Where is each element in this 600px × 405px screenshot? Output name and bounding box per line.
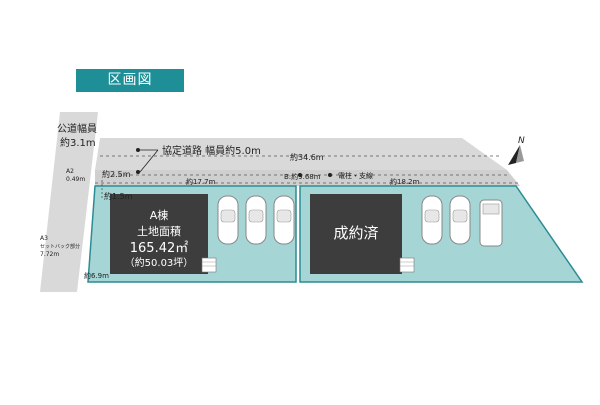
van-icon	[479, 199, 503, 247]
car-icon	[217, 195, 239, 245]
a2-label: A2	[66, 168, 74, 175]
car-icon	[273, 195, 295, 245]
diagram-title: 区画図	[76, 69, 184, 92]
car-icon	[449, 195, 471, 245]
utility-pole: 電柱・支線	[338, 171, 373, 180]
north-arrow-icon: N	[508, 136, 525, 165]
public-road	[40, 112, 98, 292]
agreement-road	[95, 138, 507, 170]
a2-value: 0.49m	[66, 176, 85, 183]
car-icon	[421, 195, 443, 245]
a3-sub: セットバック部分	[40, 243, 80, 250]
public-road-label: 公道幅員	[57, 122, 97, 135]
lot-b-building	[310, 194, 402, 274]
lot-a-area-label: 土地面積	[137, 224, 181, 238]
lot-a-area-tsubo: （約50.03坪）	[125, 256, 194, 269]
car-icon	[245, 195, 267, 245]
agreement-road-label: 協定道路 幅員約5.0m	[162, 144, 261, 157]
road-length: 約34.6m	[290, 152, 324, 162]
public-road-width: 約3.1m	[60, 136, 96, 149]
lot-a-building	[110, 194, 208, 274]
a3-label: A3	[40, 235, 48, 242]
lot-right-width: 約18.2m	[390, 177, 420, 186]
setback-strip	[95, 170, 520, 186]
b-width: B:約9.68m	[284, 172, 321, 181]
lot-a-name: A棟	[150, 208, 169, 222]
lot-a-width: 約17.7m	[186, 177, 216, 186]
road-offset: 約2.5m	[102, 169, 131, 179]
svg-text:N: N	[518, 136, 525, 146]
bottom-setback: 約6.9m	[84, 271, 109, 280]
lot-a-area-m2: 165.42㎡	[130, 241, 189, 256]
front-setback: 約1.5m	[104, 191, 133, 201]
lot-b-status: 成約済	[333, 224, 378, 242]
a3-value: 7.72m	[40, 251, 59, 258]
